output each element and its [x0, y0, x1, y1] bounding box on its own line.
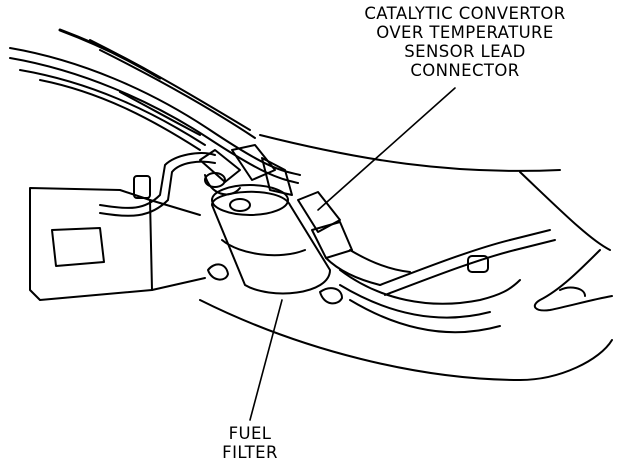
fuel-line-left [99, 152, 216, 217]
mounting-bracket [29, 187, 206, 301]
leader-lines [249, 87, 456, 421]
wire-harness-right [339, 229, 556, 334]
catalytic-leader [317, 87, 456, 211]
sensor-connector [297, 191, 411, 286]
fuel-filter-leader [249, 299, 283, 421]
label-line: OVER TEMPERATURE [376, 23, 554, 42]
filter-fittings [199, 144, 293, 196]
catalytic-convertor-label: CATALYTIC CONVERTOR OVER TEMPERATURE SEN… [330, 4, 600, 80]
label-line: CONNECTOR [410, 61, 520, 80]
fuel-filter-label: FUEL FILTER [200, 424, 300, 462]
label-line: FILTER [222, 443, 278, 462]
label-line: FUEL [228, 424, 272, 443]
fuel-filter-canister [204, 172, 343, 305]
body-panel [199, 134, 613, 381]
label-line: CATALYTIC CONVERTOR [364, 4, 566, 23]
label-line: SENSOR LEAD [404, 42, 526, 61]
wire-harness-top [9, 28, 301, 184]
